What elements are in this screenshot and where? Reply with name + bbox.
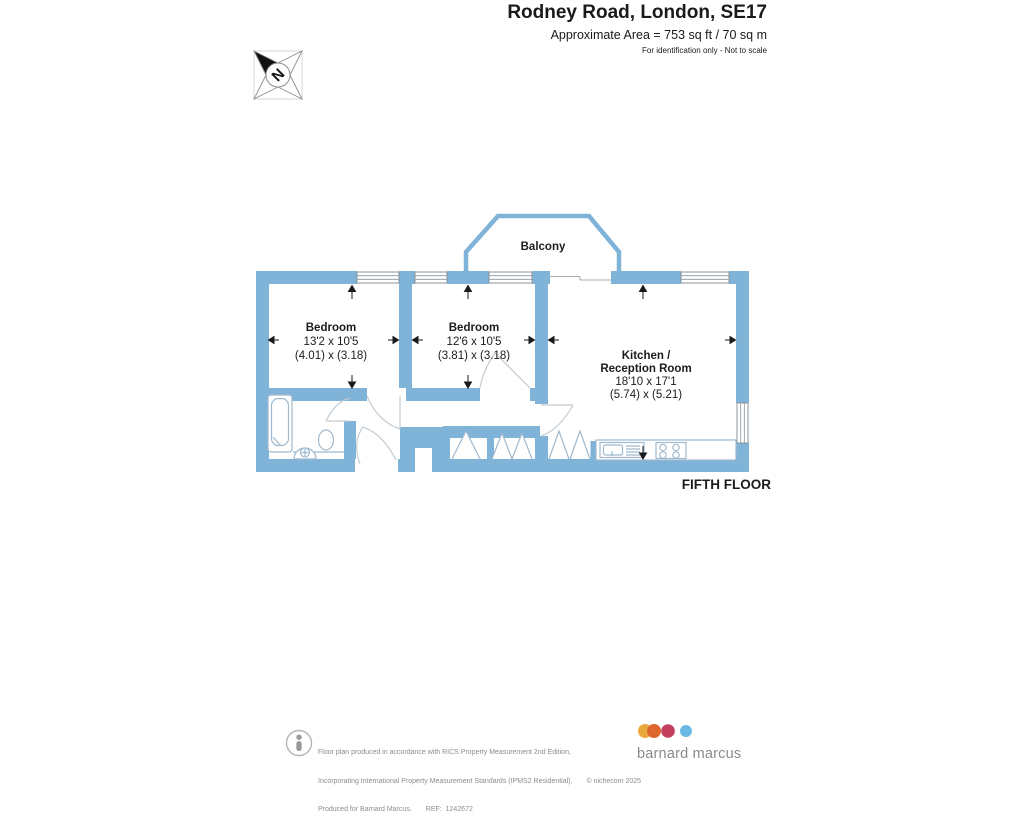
floor-label: FIFTH FLOOR <box>682 477 771 492</box>
scale-note: For identification only - Not to scale <box>642 46 767 55</box>
bedroom2-door <box>479 352 531 389</box>
doors <box>325 352 574 465</box>
windows <box>356 271 749 444</box>
window <box>356 271 400 284</box>
header: Rodney Road, London, SE17 Approximate Ar… <box>507 2 767 56</box>
room-dim-metric: (3.81) x (3.18) <box>438 350 510 362</box>
window <box>488 271 533 284</box>
walls <box>256 271 749 472</box>
room-dim-imperial: 13'2 x 10'5 <box>304 336 359 348</box>
bathroom-fixtures <box>267 394 344 460</box>
room-dim-metric: (4.01) x (3.18) <box>295 350 367 362</box>
bedroom1-door <box>366 395 401 430</box>
kitchen-sink-unit <box>599 441 645 459</box>
room-dim-imperial: 12'6 x 10'5 <box>447 336 502 348</box>
toilet <box>317 429 335 451</box>
page-title: Rodney Road, London, SE17 <box>507 2 767 23</box>
bathroom-door <box>325 397 351 422</box>
approximate-area: Approximate Area = 753 sq ft / 70 sq m <box>550 28 767 42</box>
footer-line-2: Incorporating International Property Mea… <box>318 777 642 785</box>
dimension-arrows <box>267 284 737 460</box>
floorplan-canvas: N Balcony <box>252 49 771 492</box>
room-name: Bedroom <box>306 322 356 334</box>
basin <box>293 447 317 460</box>
room-name: Bedroom <box>449 322 499 334</box>
window <box>414 271 448 284</box>
footer-disclaimer: Floor plan produced in accordance with R… <box>318 729 641 824</box>
reference-number: REF: 1242672 <box>425 806 473 813</box>
closet-doors <box>451 429 591 460</box>
agency-logo-text: barnard marcus <box>637 746 742 762</box>
balcony-label: Balcony <box>521 241 566 253</box>
room-name: Reception Room <box>600 363 691 375</box>
balcony-door-threshold <box>550 276 611 281</box>
room-dim-metric: (5.74) x (5.21) <box>610 389 682 401</box>
room-name: Kitchen / <box>622 350 671 362</box>
compass-icon: N <box>252 49 304 101</box>
room-labels: Bedroom 13'2 x 10'5 (4.01) x (3.18) Bedr… <box>295 322 692 401</box>
footer-line-1: Floor plan produced in accordance with R… <box>318 749 571 756</box>
agency-logo-dots <box>638 724 692 738</box>
kitchen-fixtures <box>595 439 737 461</box>
kitchen-door <box>540 404 574 437</box>
footer-person-icon <box>285 729 313 757</box>
window-right-wall <box>736 402 749 444</box>
agency-logo: barnard marcus <box>637 723 747 762</box>
balcony: Balcony <box>463 213 622 272</box>
hob <box>655 441 687 460</box>
bathtub <box>267 394 293 453</box>
footer-line-3: Produced for Barnard Marcus.REF: 1242672 <box>318 806 473 813</box>
window <box>680 271 730 284</box>
copyright: © nichecom 2025 <box>586 777 642 785</box>
room-dim-imperial: 18'10 x 17'1 <box>615 376 676 388</box>
entry-door <box>356 426 397 465</box>
